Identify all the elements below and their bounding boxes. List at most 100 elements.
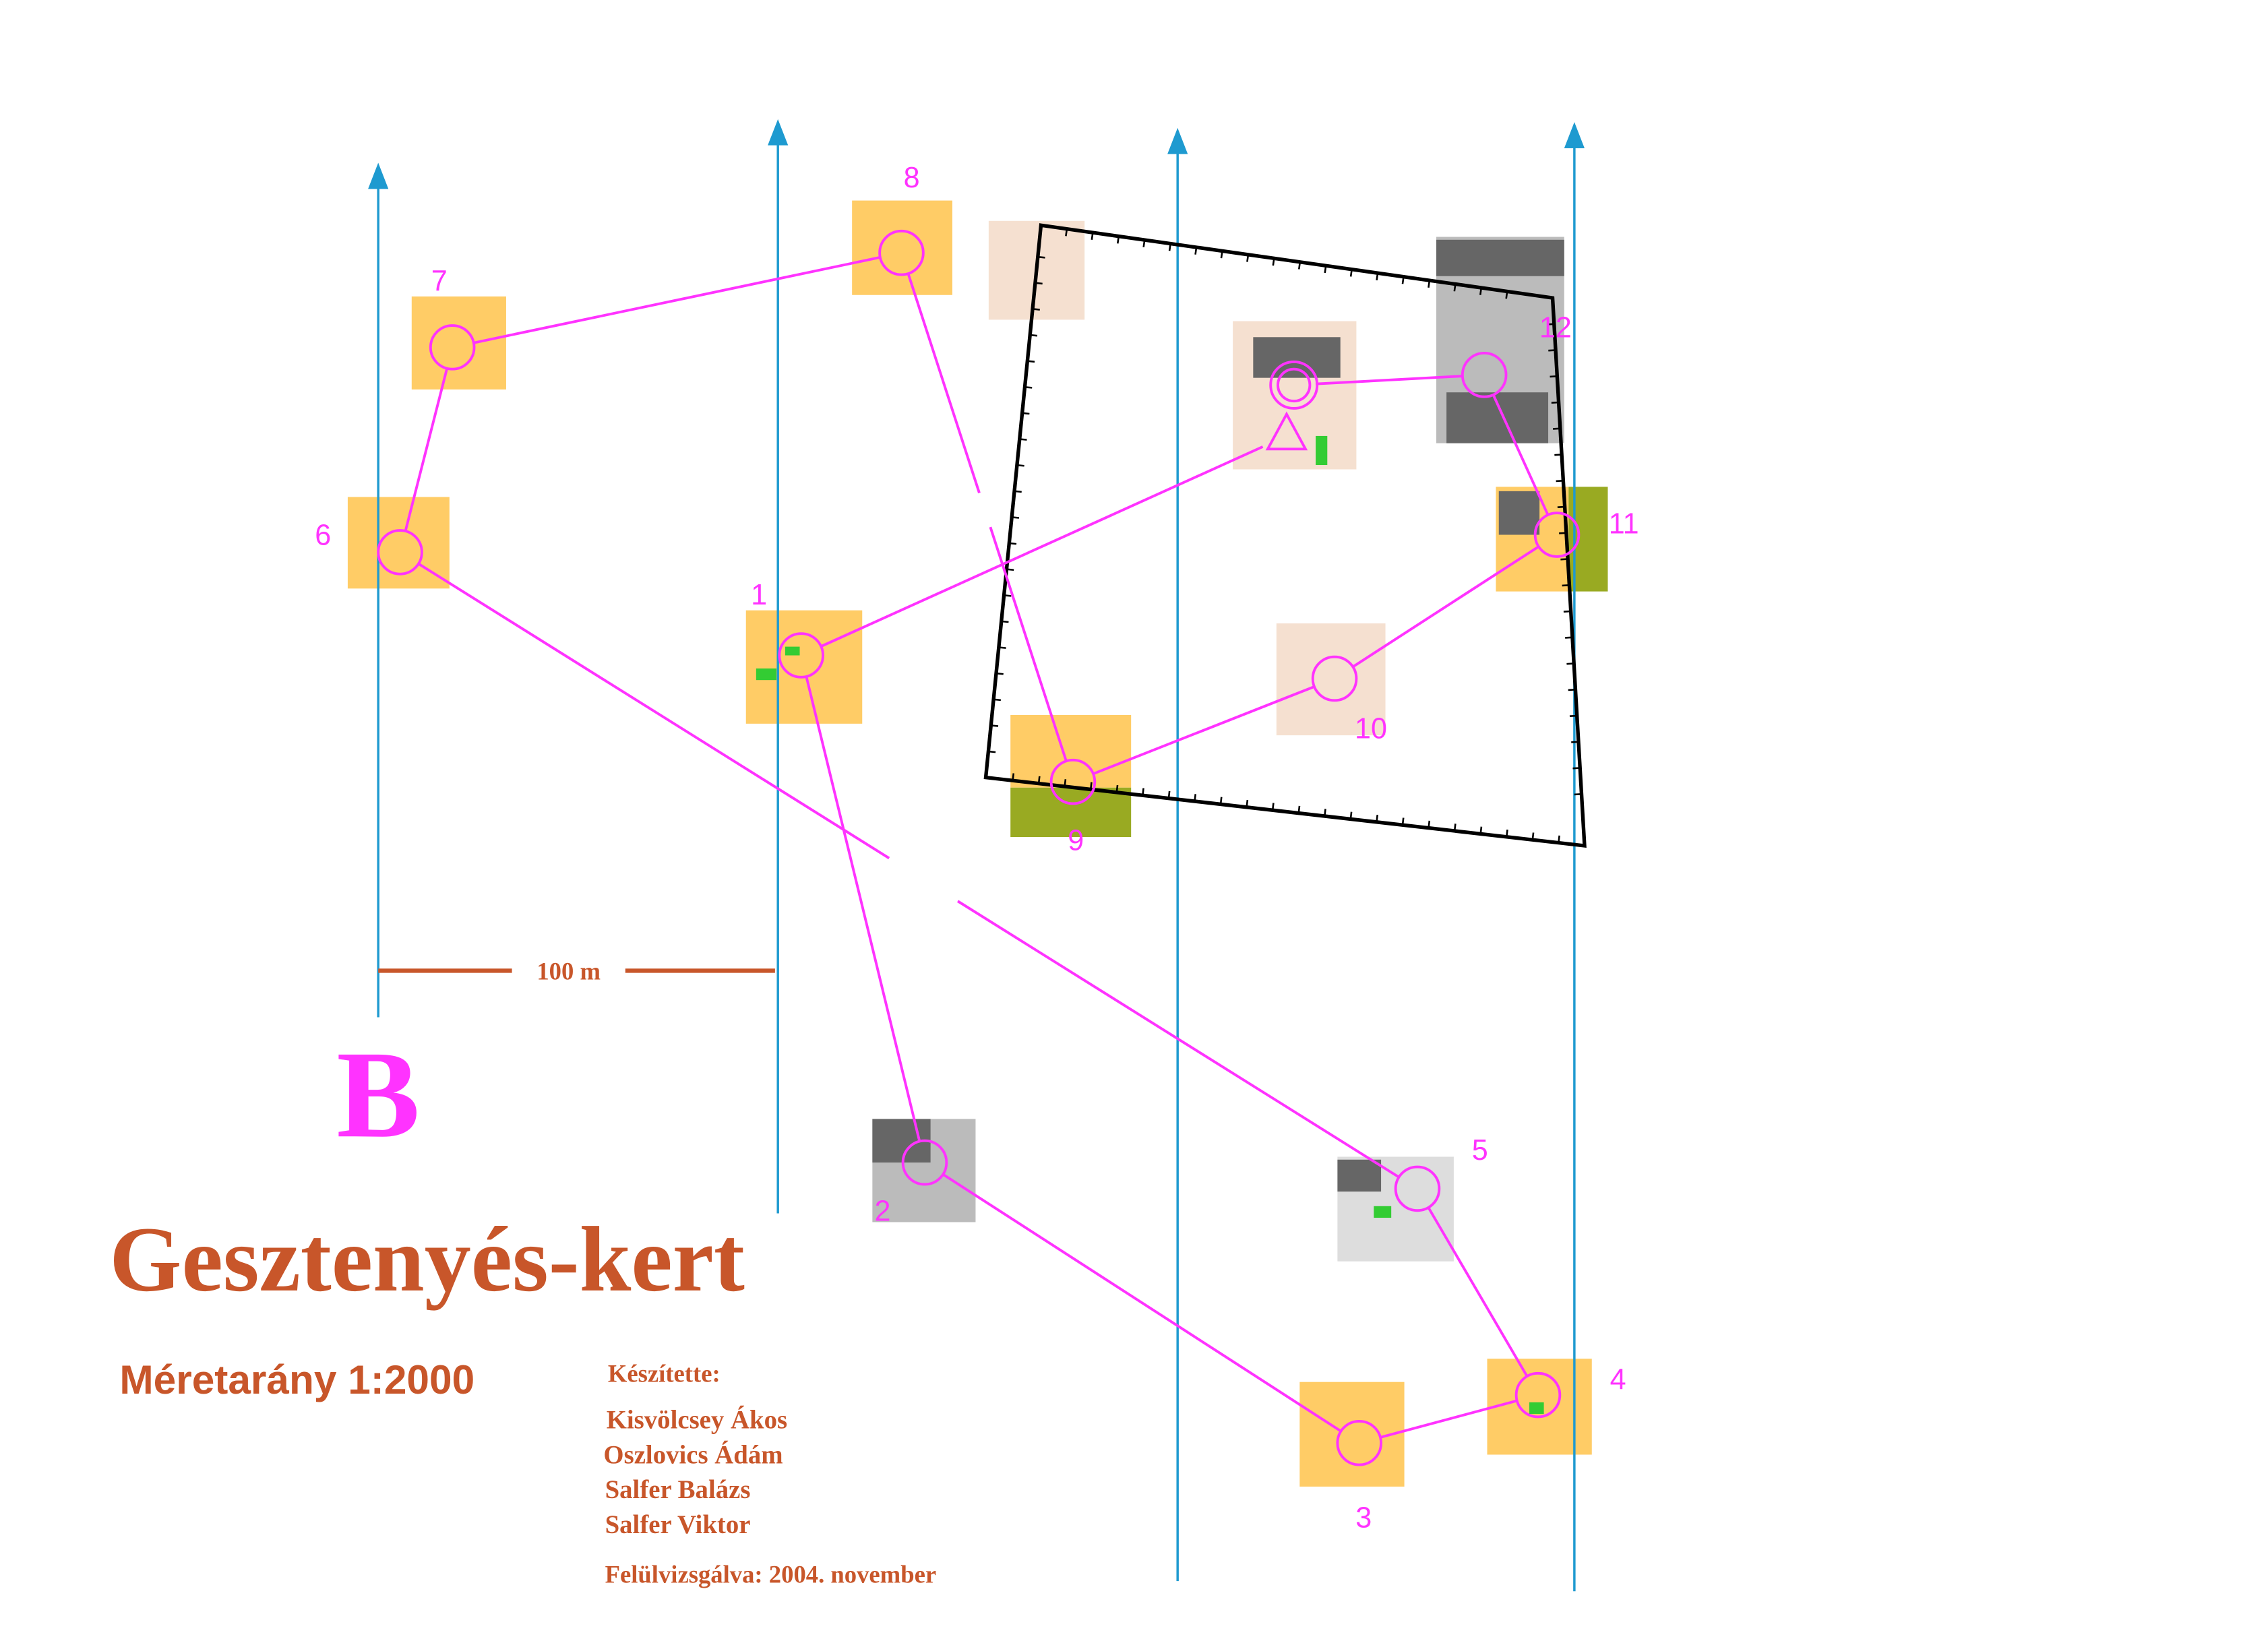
boundary-tick	[1009, 542, 1017, 545]
map-scale: Méretarány 1:2000	[119, 1357, 474, 1402]
control-circle-icon	[1394, 1165, 1441, 1212]
boundary-tick	[1064, 779, 1067, 787]
course-leg	[1352, 545, 1539, 669]
boundary-tick	[1324, 809, 1326, 817]
boundary-tick	[1194, 794, 1197, 802]
boundary-tick	[1019, 438, 1027, 441]
map-tile	[1010, 787, 1132, 838]
control-number: 10	[1355, 712, 1387, 745]
control-circle-icon	[1514, 1371, 1562, 1419]
building	[1253, 337, 1341, 378]
boundary-tick	[1563, 610, 1571, 613]
control-circle-icon	[878, 229, 925, 276]
boundary-tick	[1027, 360, 1035, 363]
control-number: 11	[1609, 507, 1639, 540]
author: Salfer Viktor	[605, 1510, 751, 1539]
boundary-tick	[1571, 741, 1579, 743]
boundary-tick	[1505, 291, 1508, 299]
map-tile	[1276, 623, 1386, 736]
boundary-tick	[1479, 287, 1483, 295]
boundary-tick	[1401, 276, 1405, 284]
control-circle-icon	[1461, 352, 1508, 398]
boundary-tick	[1168, 243, 1171, 251]
building	[1498, 491, 1540, 535]
boundary-tick	[995, 672, 1004, 675]
boundary-tick	[1065, 228, 1068, 237]
boundary-tick	[1116, 236, 1120, 244]
start-triangle-icon	[1265, 411, 1308, 451]
boundary-wall	[983, 223, 1587, 848]
vegetation	[756, 668, 777, 681]
credits-heading: Készítette:	[608, 1360, 721, 1388]
map-tiles	[347, 200, 1608, 1487]
boundary-tick	[1091, 232, 1094, 241]
boundary-tick	[1453, 284, 1457, 292]
control-number: 9	[1068, 824, 1084, 857]
boundary-tick	[1246, 799, 1249, 807]
boundary-tick	[1349, 269, 1353, 277]
vegetation	[1316, 435, 1328, 466]
author: Salfer Balázs	[605, 1475, 751, 1504]
course-leg	[473, 255, 881, 344]
course-leg	[989, 526, 1068, 762]
boundary-tick	[991, 724, 999, 727]
boundary-tick	[1006, 568, 1014, 571]
course-leg	[1315, 375, 1463, 385]
boundary-tick	[1453, 824, 1457, 832]
boundary-tick	[1142, 239, 1146, 247]
boundary-tick	[1548, 349, 1556, 352]
course-leg	[820, 445, 1264, 648]
boundary-tick	[1560, 558, 1568, 561]
control-number: 4	[1610, 1363, 1626, 1396]
course-leg	[907, 273, 981, 494]
control-circle-icon	[1533, 511, 1581, 558]
boundary-tick	[1551, 401, 1559, 404]
boundary-tick	[1568, 688, 1576, 691]
north-arrow-icon	[368, 162, 389, 189]
boundary-tick	[1574, 793, 1582, 796]
vegetation	[1529, 1402, 1544, 1415]
control-number: 1	[751, 579, 767, 611]
boundary-tick	[1546, 323, 1554, 325]
author: Oszlovics Ádám	[603, 1440, 783, 1469]
boundary-tick	[1012, 773, 1015, 781]
control-circle-icon	[1336, 1419, 1383, 1466]
boundary-tick	[1556, 480, 1564, 483]
boundary-tick	[1142, 788, 1144, 796]
boundary-tick	[1505, 829, 1508, 837]
boundary-tick	[1376, 814, 1378, 822]
control-circle-icon	[377, 529, 423, 576]
vegetation	[785, 646, 800, 656]
control-circle-icon	[1311, 655, 1358, 702]
boundary-tick	[1559, 532, 1566, 534]
boundary-tick	[1428, 820, 1431, 828]
course-leg	[1093, 685, 1315, 776]
boundary-tick	[1194, 247, 1198, 255]
boundary-tick	[1376, 273, 1379, 281]
author: Kisvölcsey Ákos	[607, 1406, 787, 1435]
control-number: 8	[904, 162, 920, 194]
boundary-tick	[1572, 767, 1581, 770]
control-number: 2	[874, 1195, 890, 1227]
control-circle-icon	[1049, 758, 1097, 805]
boundary-tick	[1012, 516, 1020, 519]
boundary-line	[983, 223, 1587, 848]
boundary-tick	[1550, 375, 1558, 378]
boundary-tick	[1558, 835, 1560, 843]
finish-circle-icon	[1277, 367, 1312, 403]
north-lines	[368, 119, 1585, 1592]
boundary-tick	[1220, 251, 1223, 259]
control-circle-icon	[901, 1139, 948, 1186]
boundary-tick	[1324, 266, 1327, 274]
control-number: 3	[1355, 1501, 1372, 1534]
vegetation	[1374, 1206, 1392, 1218]
boundary-tick	[1246, 254, 1250, 262]
boundary-tick	[1030, 334, 1038, 337]
course-leg	[417, 562, 890, 860]
course-leg	[1492, 394, 1550, 516]
control-number: 5	[1472, 1134, 1488, 1167]
course-leg	[805, 676, 921, 1142]
building	[1337, 1159, 1382, 1192]
